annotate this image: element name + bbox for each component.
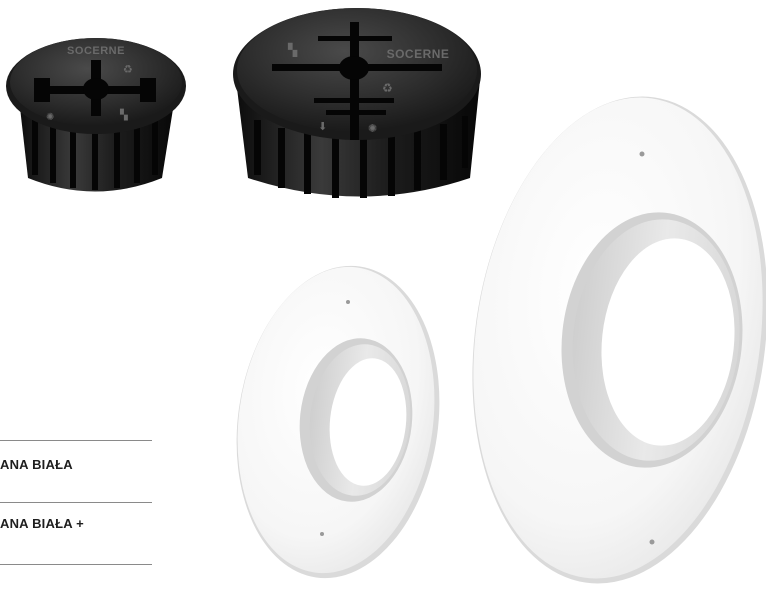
black-cap-small: SOCERNE ♻ ✺ ▚ [6, 38, 186, 192]
caption-line-2: ANA BIAŁA + [0, 516, 84, 531]
cap-small-brand: SOCERNE [67, 45, 125, 57]
svg-text:⬇: ⬇ [318, 121, 327, 133]
caption-divider-bottom [0, 564, 152, 565]
black-cap-large: SOCERNE ♻ ▚ ⬇ ✺ [233, 8, 481, 198]
caption-line-1: ANA BIAŁA [0, 457, 73, 472]
svg-text:▚: ▚ [287, 42, 298, 57]
svg-text:✺: ✺ [368, 123, 377, 135]
svg-text:✺: ✺ [46, 112, 54, 123]
svg-text:♻: ♻ [123, 64, 133, 76]
svg-text:♻: ♻ [382, 81, 393, 95]
svg-text:▚: ▚ [119, 108, 128, 121]
white-flange-large [472, 96, 766, 584]
white-flange-small [236, 265, 440, 579]
caption-divider-top [0, 440, 152, 441]
caption-divider-middle [0, 502, 152, 503]
cap-large-brand: SOCERNE [387, 47, 450, 61]
